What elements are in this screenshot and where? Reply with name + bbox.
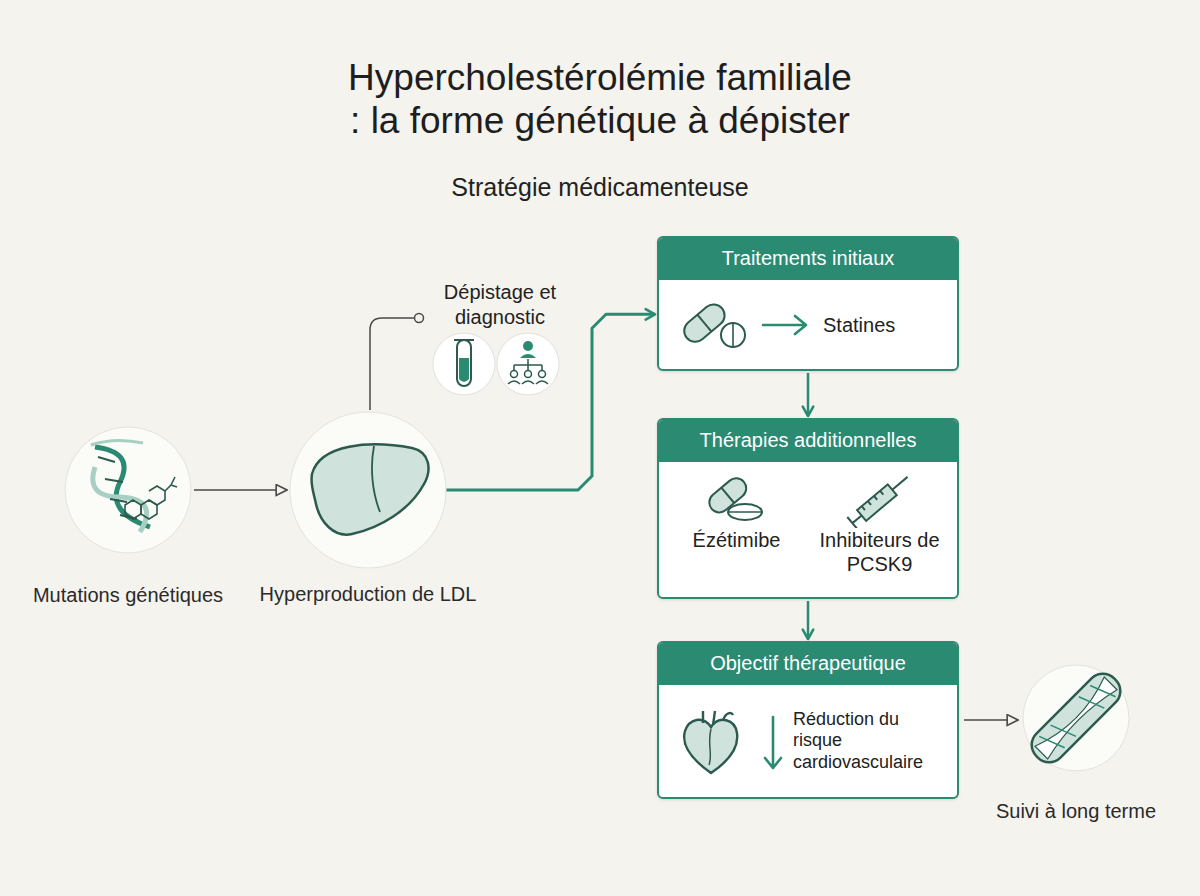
node-caption: Hyperproduction de LDL [258, 582, 478, 607]
tube [457, 340, 471, 386]
icon-circle [497, 333, 559, 395]
person [523, 341, 533, 351]
box-item: Statines [823, 313, 895, 337]
screening-leader [370, 314, 424, 411]
title: Hypercholestérolémie familiale : la form… [150, 56, 1050, 143]
flow-arrow [807, 373, 810, 416]
drug-icon [673, 703, 793, 779]
person-bodies [508, 381, 548, 384]
process-circle: Suivi à long terme [1023, 665, 1129, 771]
drug-icon [697, 472, 777, 528]
annotation: Dépistage et diagnostic [425, 280, 575, 330]
circle-illustration [1023, 665, 1129, 771]
box-item: Ézétimibe [672, 528, 802, 552]
drug-icon [840, 472, 920, 528]
leader-dot [415, 314, 424, 323]
person [539, 371, 546, 378]
process-circle: Mutations génétiques [65, 427, 191, 553]
box-item: Réduction du risque cardiovasculaire [793, 709, 938, 774]
box-body: Réduction du risque cardiovasculaire [659, 685, 957, 797]
flow-arrow [194, 489, 287, 491]
test-tube-icon [433, 333, 495, 395]
person [520, 354, 536, 358]
person [511, 371, 518, 378]
leader-line [370, 318, 414, 410]
flow-arrow [807, 601, 810, 639]
node-caption: Suivi à long terme [966, 799, 1186, 824]
node-caption: Mutations génétiques [18, 583, 238, 608]
flow-arrow [446, 314, 655, 490]
box-body: Ézétimibe Inhibiteurs de PCSK9 [659, 462, 957, 597]
circle-illustration [65, 427, 191, 553]
box-header: Objectif thérapeutique [659, 643, 957, 685]
box-header: Thérapies additionnelles [659, 420, 957, 462]
person [525, 371, 532, 378]
process-box: Traitements initiauxStatines [657, 236, 959, 371]
tree-lines [514, 359, 542, 370]
process-circle: Hyperproduction de LDL [290, 412, 446, 568]
icon-circle [433, 333, 495, 395]
therapy-column: Inhibiteurs de PCSK9 [810, 472, 950, 576]
subtitle: Stratégie médicamenteuse [300, 172, 900, 203]
tube-rim [454, 339, 474, 341]
circle-illustration [290, 412, 446, 568]
process-box: Thérapies additionnellesÉzétimibe Inhibit… [657, 418, 959, 599]
process-box: Objectif thérapeutiqueRéduction du risqu… [657, 641, 959, 799]
flow-arrow [964, 719, 1018, 721]
box-item: Inhibiteurs de PCSK9 [815, 528, 945, 576]
family-tree-icon [497, 333, 559, 395]
drug-icon [673, 293, 823, 357]
box-header: Traitements initiaux [659, 238, 957, 280]
box-body: Statines [659, 280, 957, 369]
therapy-column: Ézétimibe [667, 472, 807, 552]
tube-liquid [459, 358, 469, 382]
